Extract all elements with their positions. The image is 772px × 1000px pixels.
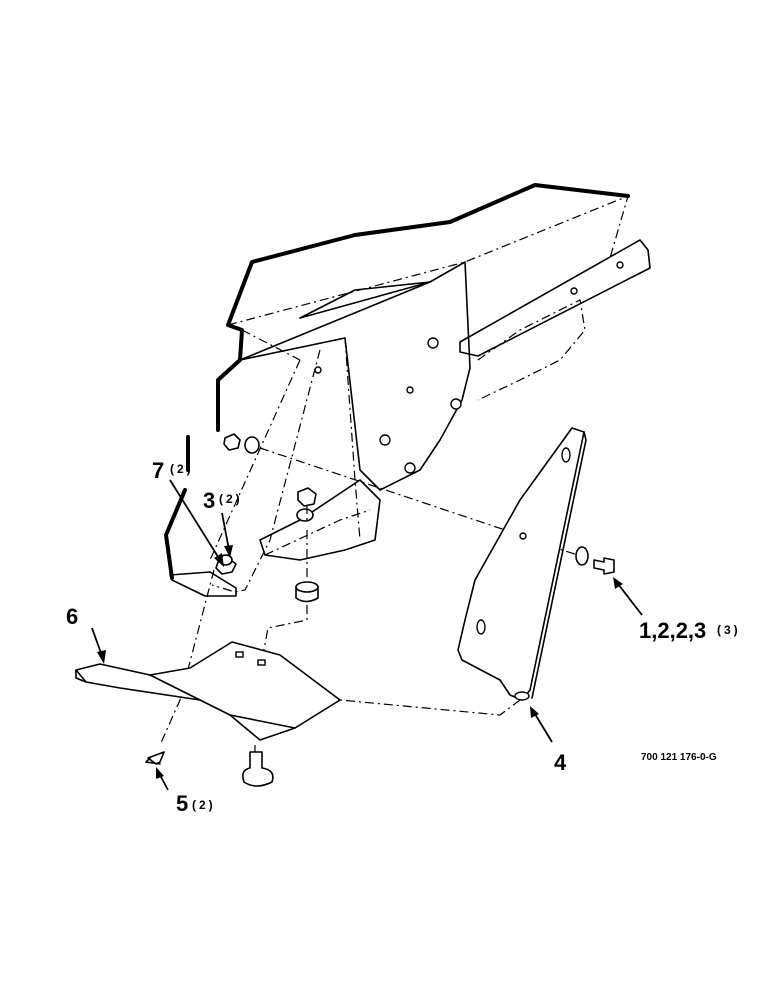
leader-arrows	[91, 479, 643, 791]
frame-hole	[616, 261, 624, 269]
drawing-number: 700 121 176-0-G	[641, 752, 717, 763]
frame-right-arm-lower	[477, 299, 586, 401]
frame-upper-face	[239, 261, 471, 491]
washer-icon	[244, 436, 260, 454]
skid-plate-body	[75, 641, 341, 741]
callout-1-qty: (3)	[717, 623, 741, 637]
mount-bracket-edge	[264, 509, 371, 556]
shield-tab-hole	[514, 691, 530, 701]
skid-plate-hole	[257, 659, 266, 666]
part-5-screws	[145, 751, 274, 787]
mount-bracket	[259, 479, 381, 561]
callout-5-qty: (2)	[192, 798, 216, 812]
callout-1-number: 1,2,2,3	[639, 618, 706, 643]
spacer-top	[295, 581, 319, 593]
shield-plate	[457, 427, 585, 701]
callout-7-number: 7	[152, 458, 164, 483]
flat-head-screw-icon	[147, 751, 165, 765]
nut-icon	[223, 433, 241, 451]
frame-hole	[379, 434, 391, 446]
frame-assembly	[164, 183, 651, 597]
callout-3-qty: (2)	[219, 492, 243, 506]
frame-hole	[570, 287, 578, 295]
skid-plate-edge	[75, 669, 296, 729]
bolt-icon	[593, 557, 615, 575]
callout-6-number: 6	[66, 604, 78, 629]
frame-hole	[314, 366, 322, 374]
shield-edge	[531, 431, 587, 699]
frame-hole	[450, 398, 462, 410]
callout-3-number: 3	[203, 488, 215, 513]
callout-5-number: 5	[176, 791, 188, 816]
callout-4-number: 4	[554, 750, 567, 775]
frame-hole	[406, 386, 414, 394]
shield-hole	[519, 532, 527, 540]
frame-hole	[404, 462, 416, 474]
bolt-set	[575, 546, 615, 575]
shield-slot	[561, 447, 571, 463]
skid-plate-fold	[149, 674, 201, 701]
frame-ledge	[299, 281, 431, 319]
assembly-lines	[159, 447, 579, 758]
shield-slot	[476, 619, 486, 635]
washer-icon	[296, 508, 314, 522]
flat-head-screw-icon	[145, 757, 161, 765]
part-4-shield	[457, 427, 587, 701]
frame-top-panel	[227, 194, 629, 361]
skid-plate-hole	[235, 651, 244, 658]
washer-icon	[575, 546, 589, 566]
frame-hole	[427, 337, 439, 349]
frame-break-line	[164, 183, 630, 580]
frame-fasteners	[215, 433, 319, 603]
nut-icon	[297, 487, 317, 507]
callout-7-qty: (2)	[170, 462, 194, 476]
part-6-skid-plate	[75, 641, 341, 741]
frame-right-arm	[459, 239, 651, 357]
carriage-bolt-icon	[242, 751, 274, 787]
lower-flange	[169, 571, 237, 597]
frame-hidden-edge	[209, 337, 361, 593]
